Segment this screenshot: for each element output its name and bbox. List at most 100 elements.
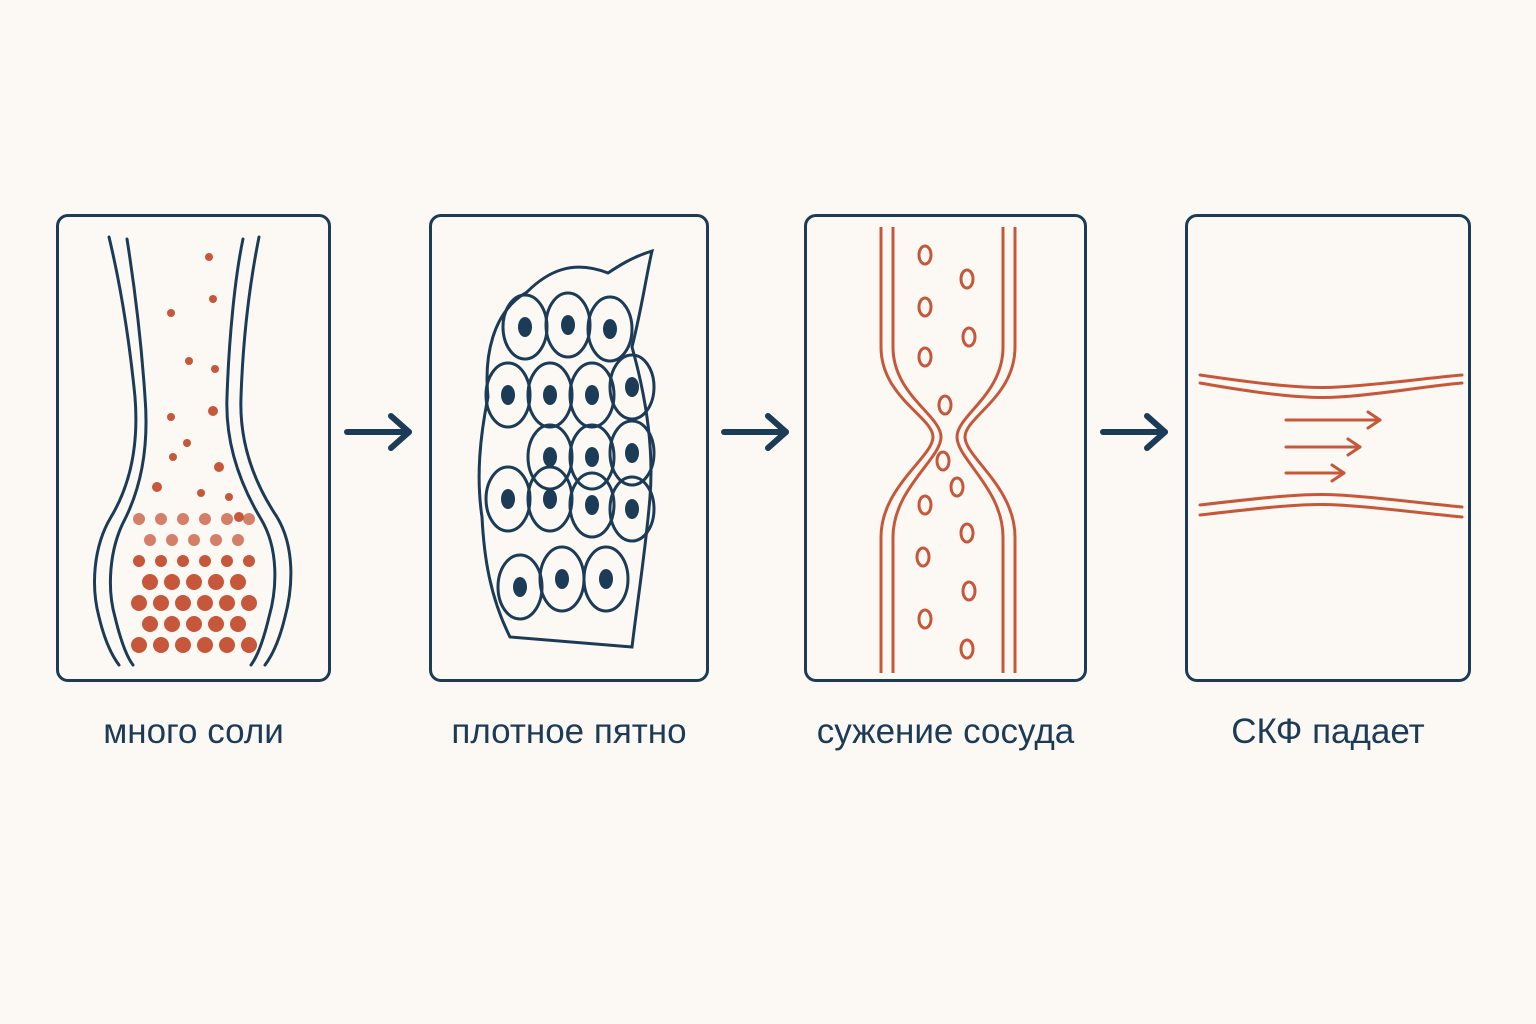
salt-dot bbox=[197, 595, 213, 611]
vessel-bottom-line-1 bbox=[1198, 492, 1464, 509]
step-4-label: СКФ падает bbox=[1231, 712, 1425, 751]
salt-dot bbox=[208, 616, 224, 632]
cell bbox=[568, 361, 616, 429]
salt-dot bbox=[155, 555, 167, 567]
salt-dot bbox=[131, 637, 147, 653]
salt-dot bbox=[221, 555, 233, 567]
salt-dot bbox=[199, 555, 211, 567]
cell bbox=[484, 465, 532, 533]
flow-arrow-2 bbox=[1284, 437, 1362, 457]
cell-nucleus bbox=[625, 499, 639, 519]
cell-nucleus bbox=[543, 385, 557, 405]
salt-dot bbox=[225, 493, 233, 501]
cell-nucleus bbox=[599, 569, 613, 589]
salt-dot bbox=[177, 555, 189, 567]
red-blood-cell bbox=[917, 608, 933, 630]
cell-nucleus bbox=[543, 489, 557, 509]
cell bbox=[526, 361, 574, 429]
salt-dot bbox=[133, 555, 145, 567]
cell bbox=[526, 423, 574, 491]
cell bbox=[501, 293, 549, 361]
salt-dot bbox=[186, 616, 202, 632]
step-4-panel bbox=[1185, 214, 1471, 682]
red-blood-cell bbox=[961, 326, 977, 348]
macula-densa-cells-icon bbox=[477, 248, 656, 649]
salt-dot bbox=[209, 295, 217, 303]
cell-nucleus bbox=[561, 315, 575, 335]
red-blood-cell bbox=[915, 546, 931, 568]
salt-dot bbox=[183, 439, 191, 447]
salt-dot bbox=[164, 616, 180, 632]
tubule-wall-right-outer bbox=[239, 235, 293, 667]
salt-dot bbox=[144, 534, 156, 546]
cell bbox=[586, 295, 634, 363]
salt-dot bbox=[219, 595, 235, 611]
salt-dot bbox=[133, 513, 145, 525]
tubule-wall-right-inner bbox=[225, 237, 277, 667]
cell-nucleus bbox=[585, 495, 599, 515]
salt-dot bbox=[230, 574, 246, 590]
salt-dot bbox=[175, 637, 191, 653]
vessel-bottom-line-2 bbox=[1198, 502, 1464, 519]
cell-cluster-outline bbox=[477, 248, 655, 649]
cell bbox=[538, 545, 586, 613]
cell bbox=[568, 423, 616, 491]
salt-dot bbox=[214, 462, 224, 472]
salt-dot bbox=[234, 512, 244, 522]
right-arrow-icon bbox=[1099, 412, 1173, 457]
cell bbox=[608, 475, 656, 543]
cell bbox=[496, 553, 544, 621]
cell-nucleus bbox=[603, 319, 617, 339]
cell-nucleus bbox=[543, 447, 557, 467]
red-blood-cell bbox=[961, 580, 977, 602]
salt-dot bbox=[197, 489, 205, 497]
vessel-top-line-2 bbox=[1198, 381, 1464, 399]
step-1-panel bbox=[56, 214, 331, 682]
salt-dot bbox=[232, 534, 244, 546]
step-2-label: плотное пятно bbox=[451, 712, 687, 751]
salt-dot bbox=[155, 513, 167, 525]
salt-dot bbox=[211, 365, 219, 373]
salt-dot bbox=[205, 253, 213, 261]
salt-dot bbox=[167, 309, 175, 317]
cell-nucleus bbox=[585, 385, 599, 405]
cell bbox=[582, 545, 630, 613]
salt-dot bbox=[169, 453, 177, 461]
cell-nucleus bbox=[555, 569, 569, 589]
vessel-wall-right-outer bbox=[963, 227, 1017, 673]
step-3-panel bbox=[804, 214, 1087, 682]
tubule-wall-left-inner bbox=[108, 237, 148, 667]
reduced-flow-icon bbox=[1198, 373, 1464, 519]
red-blood-cell bbox=[935, 450, 951, 472]
salt-dot bbox=[221, 513, 233, 525]
salt-dot bbox=[131, 595, 147, 611]
vessel-wall-right-inner bbox=[955, 227, 1005, 673]
vessel-top-line-1 bbox=[1198, 373, 1464, 389]
right-arrow-icon bbox=[720, 412, 794, 457]
salt-dot bbox=[208, 574, 224, 590]
red-blood-cell bbox=[937, 394, 953, 416]
step-3-label: сужение сосуда bbox=[816, 712, 1075, 751]
salt-dot bbox=[241, 637, 257, 653]
salt-dot bbox=[142, 616, 158, 632]
salt-dot bbox=[197, 637, 213, 653]
salt-dot bbox=[241, 595, 257, 611]
salt-dot bbox=[153, 595, 169, 611]
red-blood-cell bbox=[917, 244, 933, 266]
cell-nucleus bbox=[501, 385, 515, 405]
cell-nucleus bbox=[501, 489, 515, 509]
right-arrow-icon bbox=[343, 412, 417, 457]
salt-dot bbox=[152, 482, 162, 492]
cell-nucleus bbox=[513, 577, 527, 597]
red-blood-cell bbox=[959, 268, 975, 290]
red-blood-cell bbox=[949, 476, 965, 498]
salt-dot bbox=[210, 534, 222, 546]
salt-dot bbox=[153, 637, 169, 653]
salt-dot bbox=[166, 534, 178, 546]
red-blood-cell bbox=[917, 346, 933, 368]
red-blood-cell bbox=[959, 522, 975, 544]
red-blood-cell bbox=[917, 494, 933, 516]
salt-dot bbox=[185, 357, 193, 365]
salt-particles-in-tubule-icon bbox=[93, 235, 293, 667]
cell bbox=[526, 465, 574, 533]
